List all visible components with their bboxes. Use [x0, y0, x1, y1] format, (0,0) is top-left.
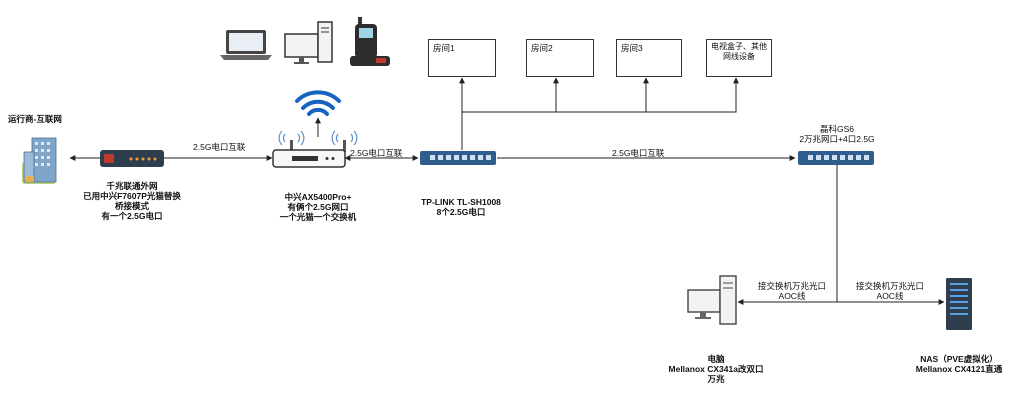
- nas-label-line: NAS（PVE虚拟化）: [920, 354, 998, 364]
- pc-label-line: Mellanox CX341a改双口: [668, 364, 764, 374]
- pc-label: 电脑 Mellanox CX341a改双口 万兆: [656, 354, 776, 384]
- switch2-label-line: 磊科GS6: [819, 124, 854, 134]
- link-label-switch1-switch2: 2.5G电口互联: [612, 148, 665, 158]
- room-box-1: 房间1: [428, 39, 496, 77]
- nas-label: NAS（PVE虚拟化） Mellanox CX4121直通: [900, 354, 1018, 374]
- modem-label-line: 千兆联通外网: [106, 181, 158, 191]
- room-box-tv: 电视盒子、其他网线设备: [706, 39, 772, 77]
- switch-icon: [798, 151, 874, 165]
- switch2-label-line: 2万兆网口+4口2.5G: [799, 134, 875, 144]
- computer-icon: [687, 275, 737, 325]
- link-label-switch2-pc: 接交换机万兆光口 AOC线: [752, 281, 832, 301]
- switch-icon: [420, 151, 496, 165]
- router-label-line: 一个光猫一个交换机: [279, 212, 357, 222]
- phone-icon: [350, 17, 390, 66]
- room-label: 房间1: [433, 43, 455, 53]
- server-icon: [946, 278, 972, 330]
- switch1-label: TP-LINK TL-SH1008 8个2.5G电口: [404, 197, 518, 217]
- desktop-icon: [284, 21, 333, 64]
- link-label-line: AOC线: [876, 291, 904, 301]
- modem-label-line: 桥接模式: [114, 201, 149, 211]
- switch1-label-line: 8个2.5G电口: [436, 207, 486, 217]
- router-icon: [272, 130, 358, 168]
- room-box-2: 房间2: [526, 39, 594, 77]
- pc-label-line: 万兆: [707, 374, 725, 384]
- wifi-icon: [295, 90, 341, 116]
- router-label-line: 中兴AX5400Pro+: [284, 192, 352, 202]
- room-bus: [462, 77, 739, 113]
- switch1-label-line: TP-LINK TL-SH1008: [421, 197, 501, 207]
- room-box-3: 房间3: [616, 39, 682, 77]
- building-icon: [22, 137, 57, 184]
- nas-label-line: Mellanox CX4121直通: [915, 364, 1003, 374]
- modem-label: 千兆联通外网 已用中兴F7607P光猫替换 桥接模式 有一个2.5G电口: [68, 181, 196, 221]
- link-label-switch2-nas: 接交换机万兆光口 AOC线: [850, 281, 930, 301]
- room-label: 房间2: [531, 43, 553, 53]
- link-label-line: 接交换机万兆光口: [757, 281, 826, 291]
- link-label-line: AOC线: [778, 291, 806, 301]
- laptop-icon: [220, 30, 272, 60]
- link-label-modem-router: 2.5G电口互联: [193, 142, 246, 152]
- modem-icon: [100, 150, 164, 167]
- connections: [69, 77, 945, 305]
- pc-label-line: 电脑: [707, 354, 725, 364]
- switch2-label: 磊科GS6 2万兆网口+4口2.5G: [782, 124, 892, 144]
- link-label-router-switch1: 2.5G电口互联: [350, 148, 403, 158]
- internet-label: 运行商-互联网: [8, 114, 62, 124]
- modem-label-line: 已用中兴F7607P光猫替换: [83, 191, 181, 201]
- link-label-line: 接交换机万兆光口: [855, 281, 924, 291]
- router-label-line: 有俩个2.5G网口: [287, 202, 349, 212]
- router-label: 中兴AX5400Pro+ 有俩个2.5G网口 一个光猫一个交换机: [258, 192, 378, 222]
- room-label: 房间3: [621, 43, 643, 53]
- room-label: 电视盒子、其他网线设备: [711, 42, 767, 61]
- modem-label-line: 有一个2.5G电口: [101, 211, 163, 221]
